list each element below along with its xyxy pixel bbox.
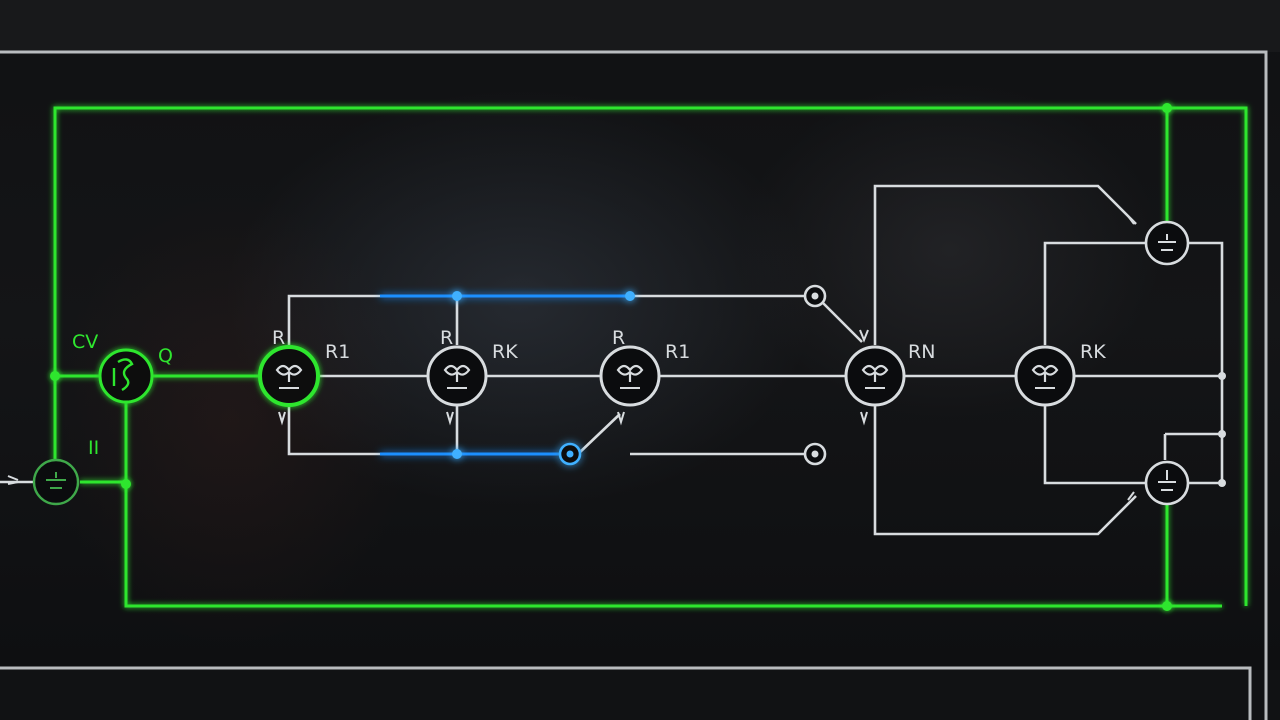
component-icon-5 <box>1014 345 1076 407</box>
blue-terminal <box>558 442 582 466</box>
voltage-source-icon <box>98 348 154 404</box>
junction-dot <box>1162 601 1172 611</box>
green-junctions <box>50 103 1172 611</box>
outer-frame <box>0 50 1268 720</box>
ground-symbol-icon <box>1144 460 1190 506</box>
label-node4-right: RN <box>908 341 935 363</box>
ground-source-icon <box>32 458 80 506</box>
top-band <box>0 0 1280 52</box>
label-node3-right: R1 <box>665 341 690 363</box>
label-node2-right: RK <box>492 341 518 363</box>
bottom-band <box>0 670 1280 720</box>
label-source-left: CV <box>72 331 98 353</box>
component-markers <box>7 215 1135 501</box>
component-icon-2 <box>426 345 488 407</box>
component-r1-green <box>258 345 320 407</box>
label-source-right: Q <box>158 345 173 367</box>
terminal-bottom <box>803 442 827 466</box>
terminal-top <box>803 284 827 308</box>
blue-junctions <box>452 291 635 459</box>
green-circuit <box>53 106 1248 608</box>
label-node1-top: R <box>272 327 285 349</box>
junction-dot <box>50 371 60 381</box>
label-node1-right: R1 <box>325 341 350 363</box>
junction-dot <box>1218 372 1226 380</box>
junction-dot <box>1218 479 1226 487</box>
junction-dot <box>625 291 635 301</box>
label-node3-top: R <box>612 327 625 349</box>
ground-symbol-icon <box>1144 220 1190 266</box>
junction-dot <box>452 291 462 301</box>
component-icon-3 <box>599 345 661 407</box>
junction-dot <box>452 449 462 459</box>
component-icon-4 <box>844 345 906 407</box>
blue-path <box>380 294 630 456</box>
junction-dot <box>121 479 131 489</box>
junction-dot <box>1218 430 1226 438</box>
white-terminals <box>803 284 827 466</box>
junction-dot <box>1162 103 1172 113</box>
label-source-lower: II <box>88 437 99 459</box>
label-node2-top: R <box>440 327 453 349</box>
right-junctions <box>1218 372 1226 487</box>
label-node5-right: RK <box>1080 341 1106 363</box>
